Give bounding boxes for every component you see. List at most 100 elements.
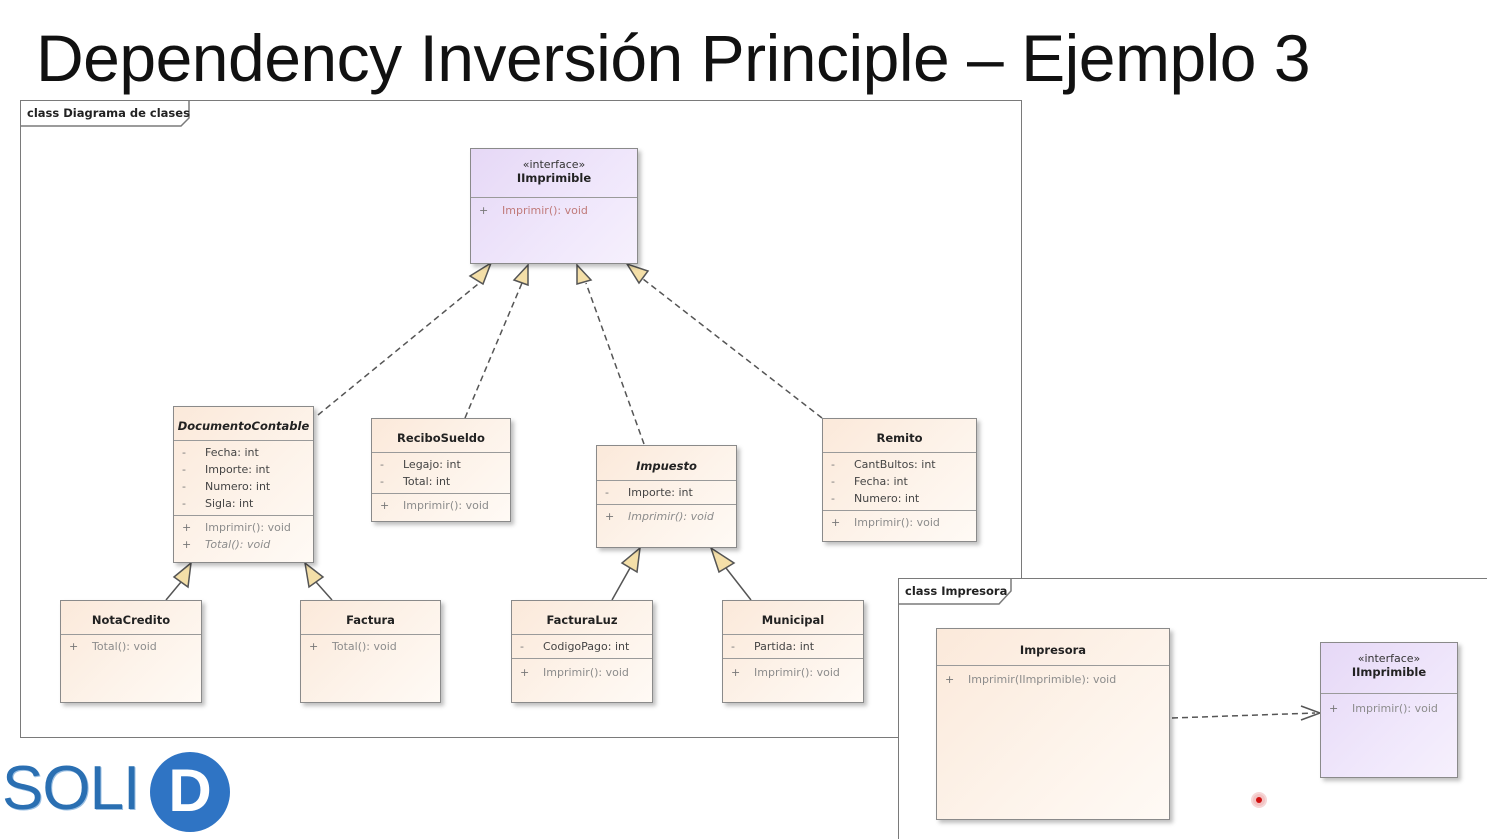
realization-recibosueldo (464, 282, 523, 419)
attribute-text: Legajo: int (403, 458, 461, 471)
attribute-row: -Numero: int (823, 490, 976, 507)
visibility-marker: + (182, 521, 192, 534)
operation-text: Imprimir(): void (854, 516, 940, 529)
solid-logo: SOLI D (2, 752, 242, 832)
attribute-row: -CantBultos: int (823, 456, 976, 473)
attribute-row: -Importe: int (597, 484, 736, 501)
attribute-text: Numero: int (854, 492, 920, 505)
class-name: NotaCredito (91, 613, 171, 627)
operation-text: Total(): void (332, 640, 397, 653)
class-facturaluz[interactable]: FacturaLuz -CodigoPago: int + Imprimir():… (511, 600, 653, 703)
realization-remito (642, 278, 823, 419)
attribute-row: - Sigla: int (174, 495, 313, 512)
operation-text: Imprimir(): void (205, 521, 291, 534)
class-name: IImprimible (1351, 665, 1427, 679)
attribute-text: Importe: int (628, 486, 693, 499)
attribute-text: Partida: int (754, 640, 815, 653)
realization-arrowhead (468, 261, 493, 286)
generalization-notacredito (165, 581, 182, 601)
operation-row: + Total(): void (174, 536, 313, 553)
generalization-arrowhead (709, 546, 736, 574)
attribute-text: CantBultos: int (854, 458, 936, 471)
operation-row: + Imprimir(): void (174, 519, 313, 536)
operation-text: Imprimir(IImprimible): void (968, 673, 1117, 686)
class-name: DocumentoContable (177, 419, 310, 433)
operation-row: +Total(): void (61, 638, 201, 655)
attribute-text: Importe: int (205, 463, 270, 476)
visibility-marker: + (831, 516, 841, 529)
operation-row: + Imprimir(): void (823, 514, 976, 531)
realization-impuesto (585, 282, 645, 445)
attribute-row: -Fecha: int (174, 444, 313, 461)
generalization-facturaluz (611, 567, 631, 601)
dependency-impresora (1171, 712, 1316, 719)
stereotype-label: «interface» (1357, 652, 1421, 665)
attribute-text: Total: int (403, 475, 451, 488)
class-notacredito[interactable]: NotaCredito +Total(): void (60, 600, 202, 703)
realization-documentocontable (317, 279, 484, 416)
class-name: Impuesto (636, 459, 697, 473)
visibility-marker: + (182, 538, 192, 551)
operation-text: Imprimir(): void (543, 666, 629, 679)
visibility-marker: + (945, 673, 955, 686)
class-name: Factura (346, 613, 395, 627)
generalization-arrowhead (620, 546, 641, 574)
frame-impresora-tab: class Impresora (899, 579, 1019, 605)
pointer-cursor-icon (1253, 794, 1265, 806)
class-impresora[interactable]: Impresora + Imprimir(IImprimible): void (936, 628, 1170, 820)
operation-text: Imprimir(): void (628, 510, 714, 523)
visibility-marker: + (520, 666, 530, 679)
class-impuesto[interactable]: Impuesto -Importe: int +Imprimir(): void (596, 445, 737, 548)
operation-row: +Total(): void (301, 638, 440, 655)
class-recibosueldo[interactable]: ReciboSueldo - Legajo: int - Total: int + I… (371, 418, 511, 522)
operation-text: Imprimir(): void (403, 499, 489, 512)
realization-arrowhead (576, 263, 593, 285)
realization-arrowhead (625, 262, 650, 285)
generalization-municipal (725, 567, 752, 601)
visibility-marker: + (380, 499, 390, 512)
solid-logo-d: D (150, 752, 230, 832)
visibility-marker: - (380, 475, 384, 488)
generalization-arrowhead (172, 561, 192, 589)
operation-row: + Imprimir(): void (723, 664, 863, 681)
stereotype-label: «interface» (522, 158, 586, 171)
realization-arrowhead (512, 263, 529, 287)
operation-text: Imprimir(): void (754, 666, 840, 679)
attribute-text: CodigoPago: int (543, 640, 630, 653)
class-name: Impresora (1019, 643, 1087, 657)
class-name: FacturaLuz (546, 613, 618, 627)
frame-impresora-label: class Impresora (905, 584, 1008, 598)
class-iimprimible-2[interactable]: «interface» IImprimible + Imprimir(): voi… (1320, 642, 1458, 778)
visibility-marker: - (831, 475, 835, 488)
class-name: ReciboSueldo (397, 431, 485, 445)
visibility-marker: - (731, 640, 735, 653)
attribute-row: - Partida: int (723, 638, 863, 655)
attribute-row: -CodigoPago: int (512, 638, 652, 655)
class-factura[interactable]: Factura +Total(): void (300, 600, 441, 703)
attribute-row: - Importe: int (174, 461, 313, 478)
operation-row: + Imprimir(): void (1321, 700, 1457, 717)
operation-text: Total(): void (205, 538, 271, 551)
attribute-text: Fecha: int (205, 446, 259, 459)
visibility-marker: - (380, 458, 384, 471)
frame-main-tab: class Diagrama de clases (21, 101, 191, 127)
visibility-marker: - (182, 497, 186, 510)
visibility-marker: + (731, 666, 741, 679)
visibility-marker: + (1329, 702, 1339, 715)
operation-row: + Imprimir(): void (372, 497, 510, 514)
operation-row: + Imprimir(): void (512, 664, 652, 681)
class-remito[interactable]: Remito -CantBultos: int -Fecha: int -Num… (822, 418, 977, 542)
attribute-text: Fecha: int (854, 475, 908, 488)
visibility-marker: - (182, 480, 186, 493)
operation-row: +Imprimir(): void (597, 508, 736, 525)
attribute-row: - Legajo: int (372, 456, 510, 473)
class-documentocontable[interactable]: DocumentoContable -Fecha: int -Importe: … (173, 406, 314, 563)
attribute-text: Sigla: int (205, 497, 254, 510)
generalization-arrowhead (303, 561, 325, 589)
visibility-marker: - (182, 463, 186, 476)
class-municipal[interactable]: Municipal -Partida: int +Imprimir(): voi… (722, 600, 864, 703)
operation-text: Imprimir(): void (1352, 702, 1438, 715)
class-name: IImprimible (516, 171, 592, 185)
class-iimprimible[interactable]: «interface» IImprimible + Imprimir(): vo… (470, 148, 638, 264)
